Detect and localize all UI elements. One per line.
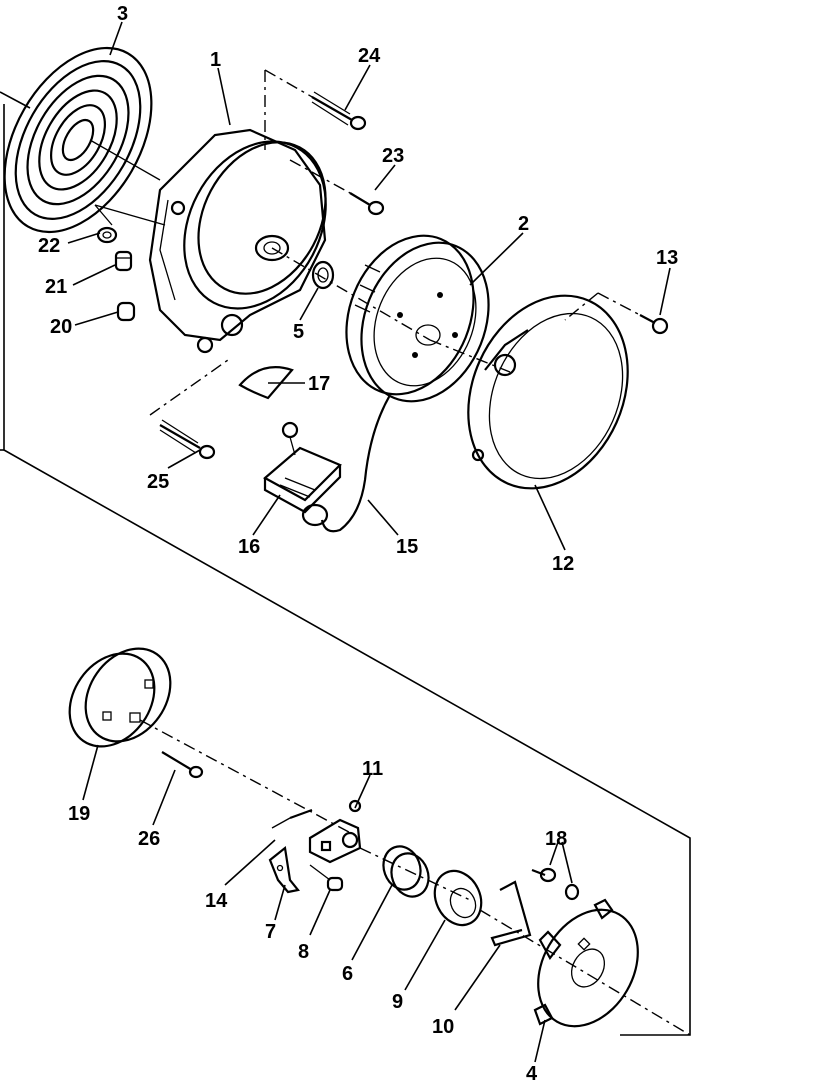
part-25-screw xyxy=(149,359,229,460)
part-16-handle xyxy=(263,421,342,527)
label-8: 8 xyxy=(298,941,309,963)
label-20: 20 xyxy=(50,316,72,338)
label-17: 17 xyxy=(308,373,330,395)
part-11-ratchet xyxy=(308,799,362,864)
label-4: 4 xyxy=(526,1063,538,1082)
label-14: 14 xyxy=(205,890,228,912)
label-7: 7 xyxy=(265,921,276,943)
assembly-boundary-lines xyxy=(0,91,691,1036)
part-24-screw xyxy=(264,69,367,150)
part-labels: 3 1 24 23 2 13 22 21 20 5 17 25 16 15 12… xyxy=(38,3,678,1082)
label-24: 24 xyxy=(358,45,381,67)
part-1-starter-housing xyxy=(148,128,327,354)
part-12-cover xyxy=(429,294,629,490)
label-10: 10 xyxy=(432,1016,454,1038)
part-17-grip-insert xyxy=(238,366,294,400)
label-1: 1 xyxy=(210,49,221,71)
part-23-screw xyxy=(289,159,385,216)
label-5: 5 xyxy=(293,321,304,343)
part-18-screw-washer xyxy=(531,841,580,901)
part-10-spring-clip xyxy=(490,880,532,947)
label-19: 19 xyxy=(68,803,90,825)
part-6-drum xyxy=(359,845,471,901)
part-5-seal xyxy=(271,247,431,341)
part-8-pin xyxy=(309,864,344,892)
label-12: 12 xyxy=(552,553,574,575)
label-18: 18 xyxy=(545,828,567,850)
label-11: 11 xyxy=(362,758,383,780)
label-25: 25 xyxy=(147,471,169,493)
label-2: 2 xyxy=(518,213,529,235)
part-26-screw xyxy=(139,719,361,839)
label-6: 6 xyxy=(342,963,353,985)
label-9: 9 xyxy=(392,991,403,1013)
label-22: 22 xyxy=(38,235,60,257)
part-2-pulley xyxy=(345,234,490,403)
label-3: 3 xyxy=(117,3,128,25)
part-13-screw xyxy=(564,292,669,335)
part-21-pin xyxy=(114,250,133,272)
part-14-spring xyxy=(271,808,313,829)
label-13: 13 xyxy=(656,247,678,269)
label-16: 16 xyxy=(238,536,260,558)
part-3-recoil-spring xyxy=(3,46,161,234)
label-leader-lines xyxy=(67,21,671,1063)
part-22-washer xyxy=(96,226,118,244)
part-19-ratchet-housing xyxy=(68,647,172,748)
part-7-pawl xyxy=(268,845,300,894)
part-20-bushing xyxy=(116,301,136,322)
wedge-leader-lines xyxy=(94,204,166,226)
part-4-mounting-plate xyxy=(479,898,691,1036)
label-15: 15 xyxy=(396,536,418,558)
label-21: 21 xyxy=(45,276,67,298)
label-26: 26 xyxy=(138,828,160,850)
part-15-rope xyxy=(320,394,391,533)
label-23: 23 xyxy=(382,145,404,167)
part-9-washer xyxy=(433,869,483,927)
